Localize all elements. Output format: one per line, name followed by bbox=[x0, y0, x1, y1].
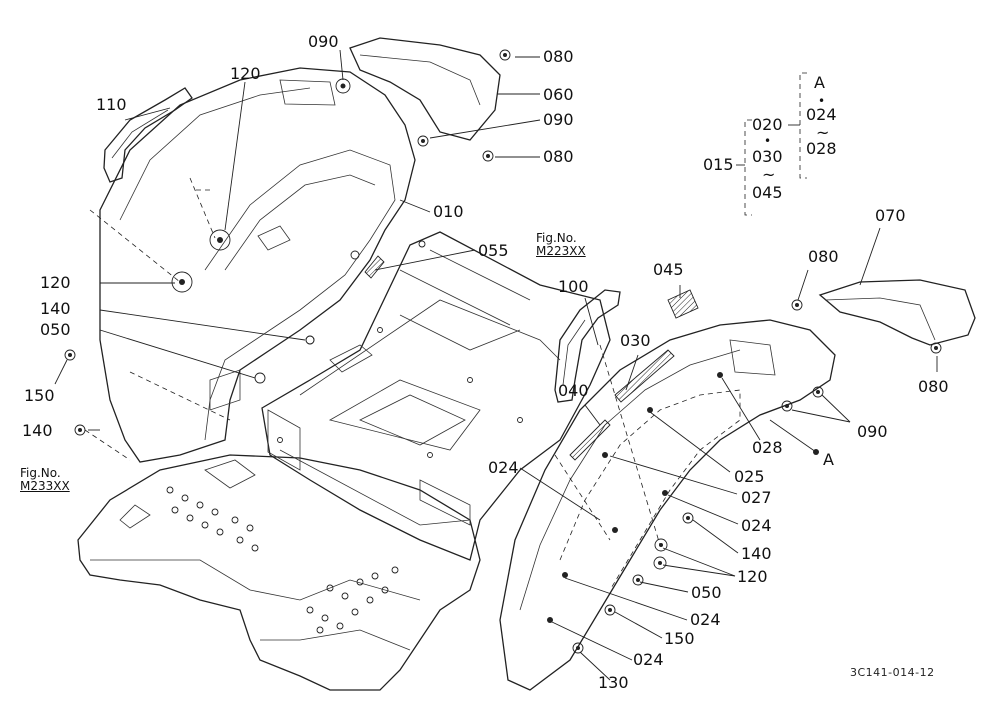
grab-handle-right bbox=[554, 289, 621, 403]
label-024-b: 024 bbox=[741, 516, 772, 535]
label-060: 060 bbox=[543, 85, 574, 104]
label-090-top: 090 bbox=[308, 32, 339, 51]
label-140-left: 140 bbox=[40, 299, 71, 318]
chassis-frame bbox=[261, 231, 611, 561]
ref-point-a bbox=[813, 449, 819, 455]
figref-center: Fig.No. M223XX bbox=[536, 232, 586, 258]
label-080-right-low: 080 bbox=[918, 377, 949, 396]
label-024-d: 024 bbox=[633, 650, 664, 669]
label-080-top: 080 bbox=[543, 47, 574, 66]
legend-g2-item0: A bbox=[814, 73, 825, 92]
label-080-mid: 080 bbox=[543, 147, 574, 166]
legend-g2-item3: ~ bbox=[816, 123, 830, 142]
legend-g1-item2: 030 bbox=[752, 147, 783, 166]
label-050-right: 050 bbox=[691, 583, 722, 602]
hardware bbox=[64, 49, 942, 654]
panel-070 bbox=[818, 279, 976, 346]
legend-brackets bbox=[736, 72, 807, 216]
label-090-right: 090 bbox=[857, 422, 888, 441]
figref-left: Fig.No. M233XX bbox=[20, 467, 70, 493]
label-120-right: 120 bbox=[737, 567, 768, 586]
label-120-left: 120 bbox=[40, 273, 71, 292]
label-140-low: 140 bbox=[22, 421, 53, 440]
label-024-a: 024 bbox=[488, 458, 519, 477]
drawing-code: 3C141-014-12 bbox=[850, 666, 935, 679]
label-045: 045 bbox=[653, 260, 684, 279]
legend-g1-item1: • bbox=[764, 134, 772, 148]
figref-left-line2: M233XX bbox=[20, 479, 70, 493]
label-055: 055 bbox=[478, 241, 509, 260]
label-110: 110 bbox=[96, 95, 127, 114]
label-024-c: 024 bbox=[690, 610, 721, 629]
label-050-left: 050 bbox=[40, 320, 71, 339]
legend-g2-item1: • bbox=[818, 94, 826, 108]
figref-center-line1: Fig.No. bbox=[536, 231, 577, 245]
legend-g2-item4: 028 bbox=[806, 139, 837, 158]
figref-left-line1: Fig.No. bbox=[20, 466, 61, 480]
label-090-mid: 090 bbox=[543, 110, 574, 129]
leader-lines bbox=[54, 49, 938, 681]
label-025: 025 bbox=[734, 467, 765, 486]
legend-g2-item2: 024 bbox=[806, 105, 837, 124]
label-028: 028 bbox=[752, 438, 783, 457]
label-A-ref: A bbox=[823, 450, 834, 469]
label-040: 040 bbox=[558, 381, 589, 400]
label-100: 100 bbox=[558, 277, 589, 296]
label-150-left: 150 bbox=[24, 386, 55, 405]
left-fender bbox=[99, 67, 416, 463]
label-150-right: 150 bbox=[664, 629, 695, 648]
label-120-top: 120 bbox=[230, 64, 261, 83]
decals bbox=[364, 255, 699, 461]
label-027: 027 bbox=[741, 488, 772, 507]
label-080-right: 080 bbox=[808, 247, 839, 266]
label-140-right: 140 bbox=[741, 544, 772, 563]
label-130: 130 bbox=[598, 673, 629, 692]
legend-group2: A • 024 ~ 028 bbox=[806, 75, 846, 157]
legend-group1: 020 • 030 ~ 045 bbox=[752, 117, 792, 201]
panel-060 bbox=[349, 37, 501, 141]
legend-g1-item4: 045 bbox=[752, 183, 783, 202]
label-010: 010 bbox=[433, 202, 464, 221]
label-070: 070 bbox=[875, 206, 906, 225]
grab-handle-left bbox=[103, 87, 193, 183]
floor-holes bbox=[166, 486, 399, 634]
figref-center-line2: M223XX bbox=[536, 244, 586, 258]
label-030: 030 bbox=[620, 331, 651, 350]
legend-root: 015 bbox=[703, 155, 734, 174]
legend-g1-item0: 020 bbox=[752, 115, 783, 134]
legend-g1-item3: ~ bbox=[762, 165, 776, 184]
